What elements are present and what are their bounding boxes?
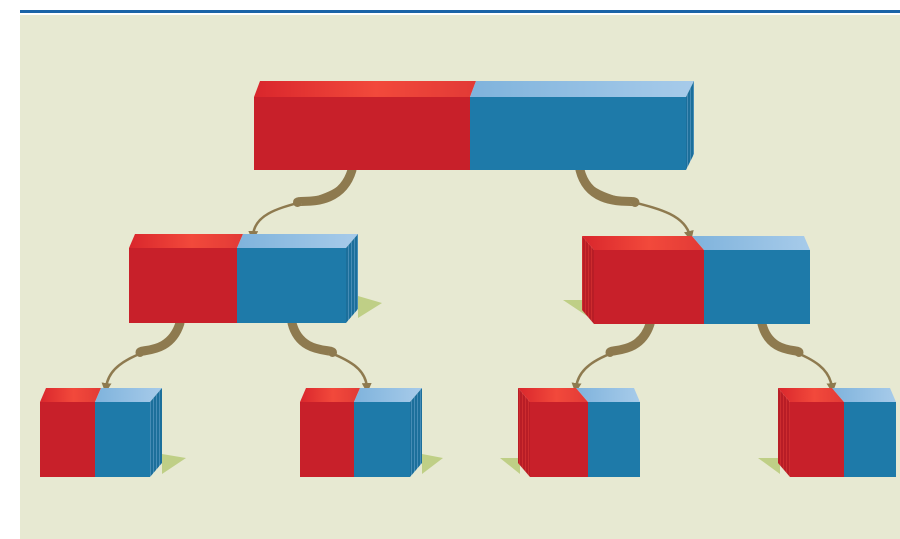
magnet-top-left-pole — [254, 81, 476, 97]
magnet-south-pole — [354, 402, 410, 477]
shadow-l2-a — [162, 454, 186, 474]
magnet-l2-b — [300, 388, 422, 477]
magnet-south-pole — [844, 402, 896, 477]
magnet-south-pole — [704, 250, 810, 324]
magnet-l1-right — [582, 236, 810, 324]
magnet-south-pole — [95, 402, 150, 477]
magnet-side-face — [150, 388, 162, 477]
shadow-l2-c — [500, 458, 520, 474]
top-rule — [20, 10, 900, 13]
arrow-line — [578, 169, 694, 241]
magnet-north-pole — [254, 97, 470, 170]
shadow-layer — [162, 296, 780, 474]
magnet-top-right-pole — [95, 388, 162, 402]
magnet-north-pole — [594, 250, 704, 324]
magnet-l2-a — [40, 388, 162, 477]
magnet-top-right-pole — [832, 388, 896, 402]
arrow-line — [101, 322, 182, 393]
magnet-side-face — [518, 388, 530, 477]
arrow-l1right-to-c — [571, 319, 655, 393]
shadow-l2-d — [758, 458, 780, 474]
magnet-top-right-pole — [576, 388, 640, 402]
magnet-north-pole — [129, 248, 237, 323]
magnet-north-pole — [530, 402, 588, 477]
arrow-line — [571, 323, 652, 393]
magnet-south-pole — [470, 97, 686, 170]
arrow-root-to-right — [575, 165, 694, 241]
magnet-south-pole — [237, 248, 346, 323]
magnet-side-face — [346, 234, 358, 323]
magnet-north-pole — [40, 402, 95, 477]
magnet-side-face — [778, 388, 790, 477]
arrow-l1left-to-b — [287, 318, 372, 393]
magnet-l1-left — [129, 234, 358, 323]
magnet-top-right-pole — [692, 236, 810, 250]
arrow-l1left-to-a — [101, 318, 185, 393]
arrow-line — [290, 322, 372, 393]
magnet-top-left-pole — [518, 388, 588, 402]
arrow-l1right-to-d — [757, 319, 837, 393]
magnet-top-left-pole — [129, 234, 243, 248]
magnet-south-pole — [588, 402, 640, 477]
magnet-side-face — [582, 236, 594, 324]
magnet-side-face — [410, 388, 422, 477]
magnet-side-face — [686, 81, 694, 170]
magnet-top-left-pole — [582, 236, 704, 250]
magnet-top-right-pole — [237, 234, 358, 248]
arrow-line — [248, 169, 354, 241]
magnet-north-pole — [790, 402, 844, 477]
shadow-l1-left — [358, 296, 382, 318]
magnet-north-pole — [300, 402, 354, 477]
shadow-l2-b — [422, 454, 443, 474]
magnet-top-left-pole — [778, 388, 844, 402]
arrow-root-to-left — [248, 165, 357, 241]
magnet-root — [254, 81, 694, 170]
arrow-line — [760, 323, 837, 393]
arrow-layer — [101, 165, 837, 393]
magnet-top-right-pole — [354, 388, 422, 402]
magnet-top-left-pole — [40, 388, 101, 402]
magnet-top-right-pole — [470, 81, 694, 97]
magnet-top-left-pole — [300, 388, 360, 402]
magnet-l2-d — [778, 388, 896, 477]
magnet-l2-c — [518, 388, 640, 477]
magnet-layer — [40, 81, 896, 477]
